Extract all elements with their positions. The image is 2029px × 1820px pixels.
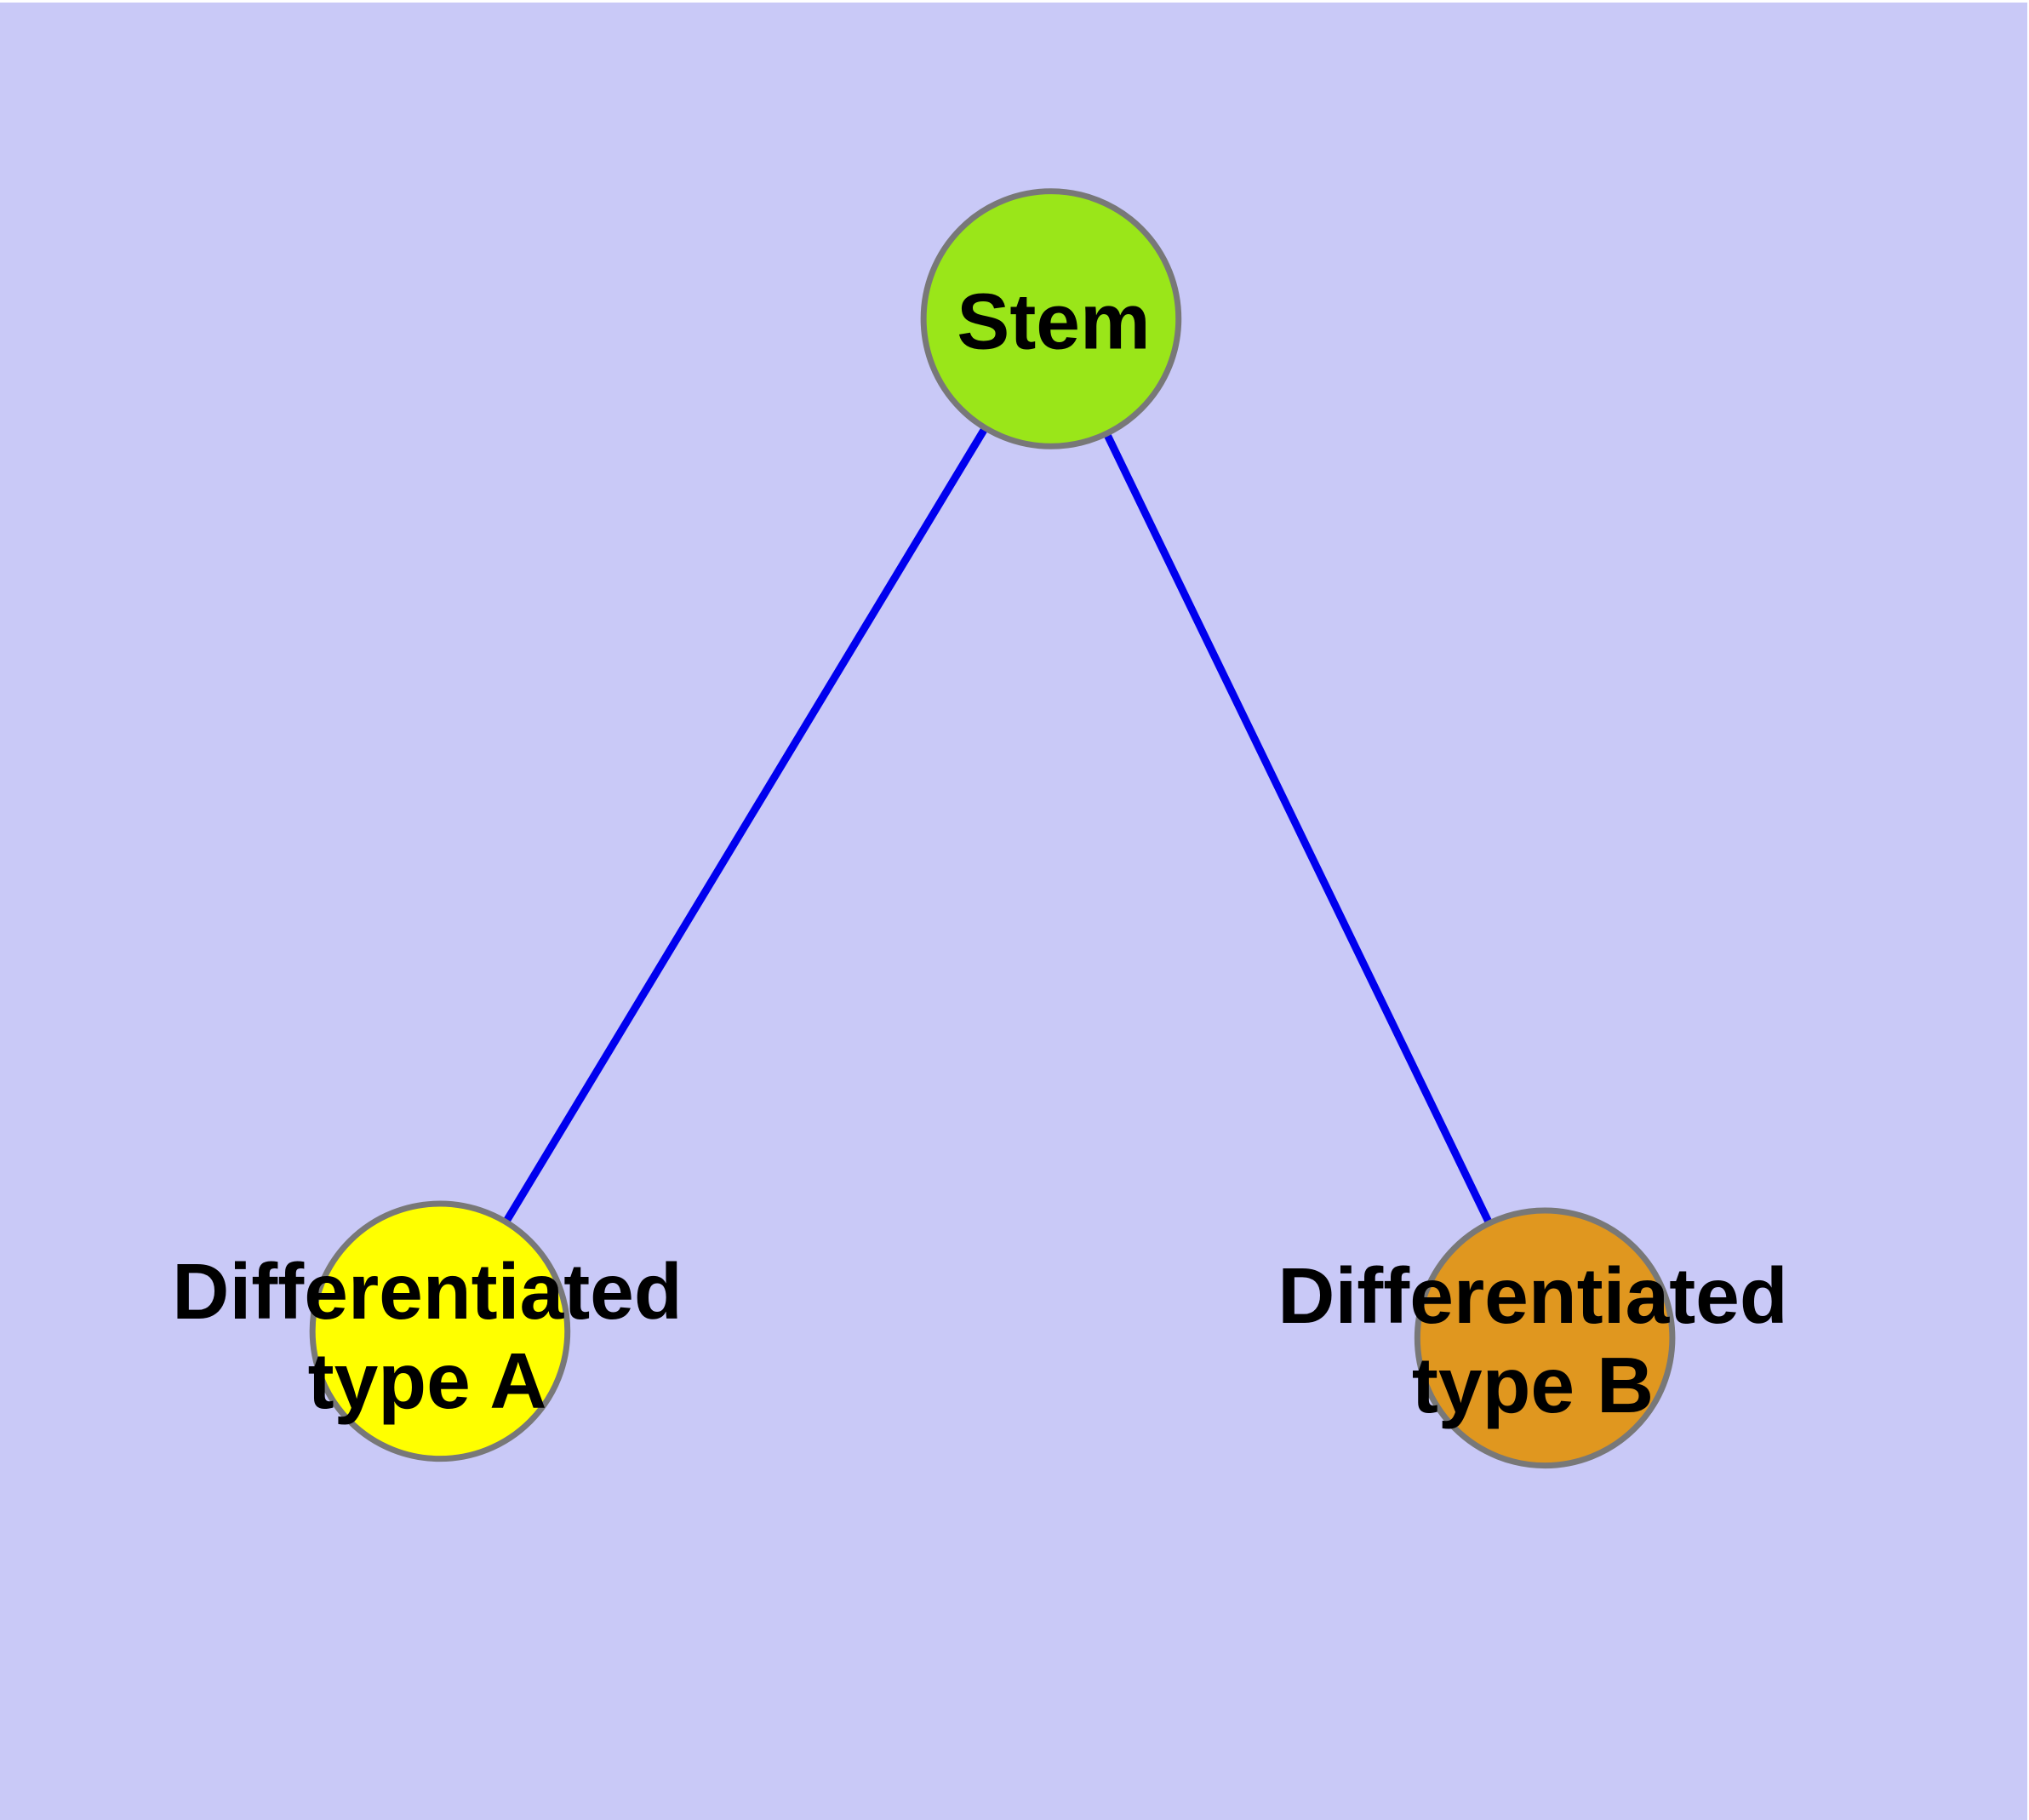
node-stem xyxy=(920,188,1182,449)
graph-svg xyxy=(309,188,1676,1469)
node-label-differentiated-type-a: Differentiated type A xyxy=(172,1247,683,1425)
node-differentiated-type-b xyxy=(1414,1207,1676,1469)
node-label-stem: Stem xyxy=(957,277,1151,366)
node-differentiated-type-a xyxy=(309,1200,571,1462)
graph-plot-area: Stem Differentiated type A Differentiate… xyxy=(0,3,2027,1820)
node-label-differentiated-type-b: Differentiated type B xyxy=(1277,1251,1788,1429)
edge-stem-to-type-b xyxy=(1047,317,1549,1340)
edge-stem-to-type-a xyxy=(437,317,1055,1334)
